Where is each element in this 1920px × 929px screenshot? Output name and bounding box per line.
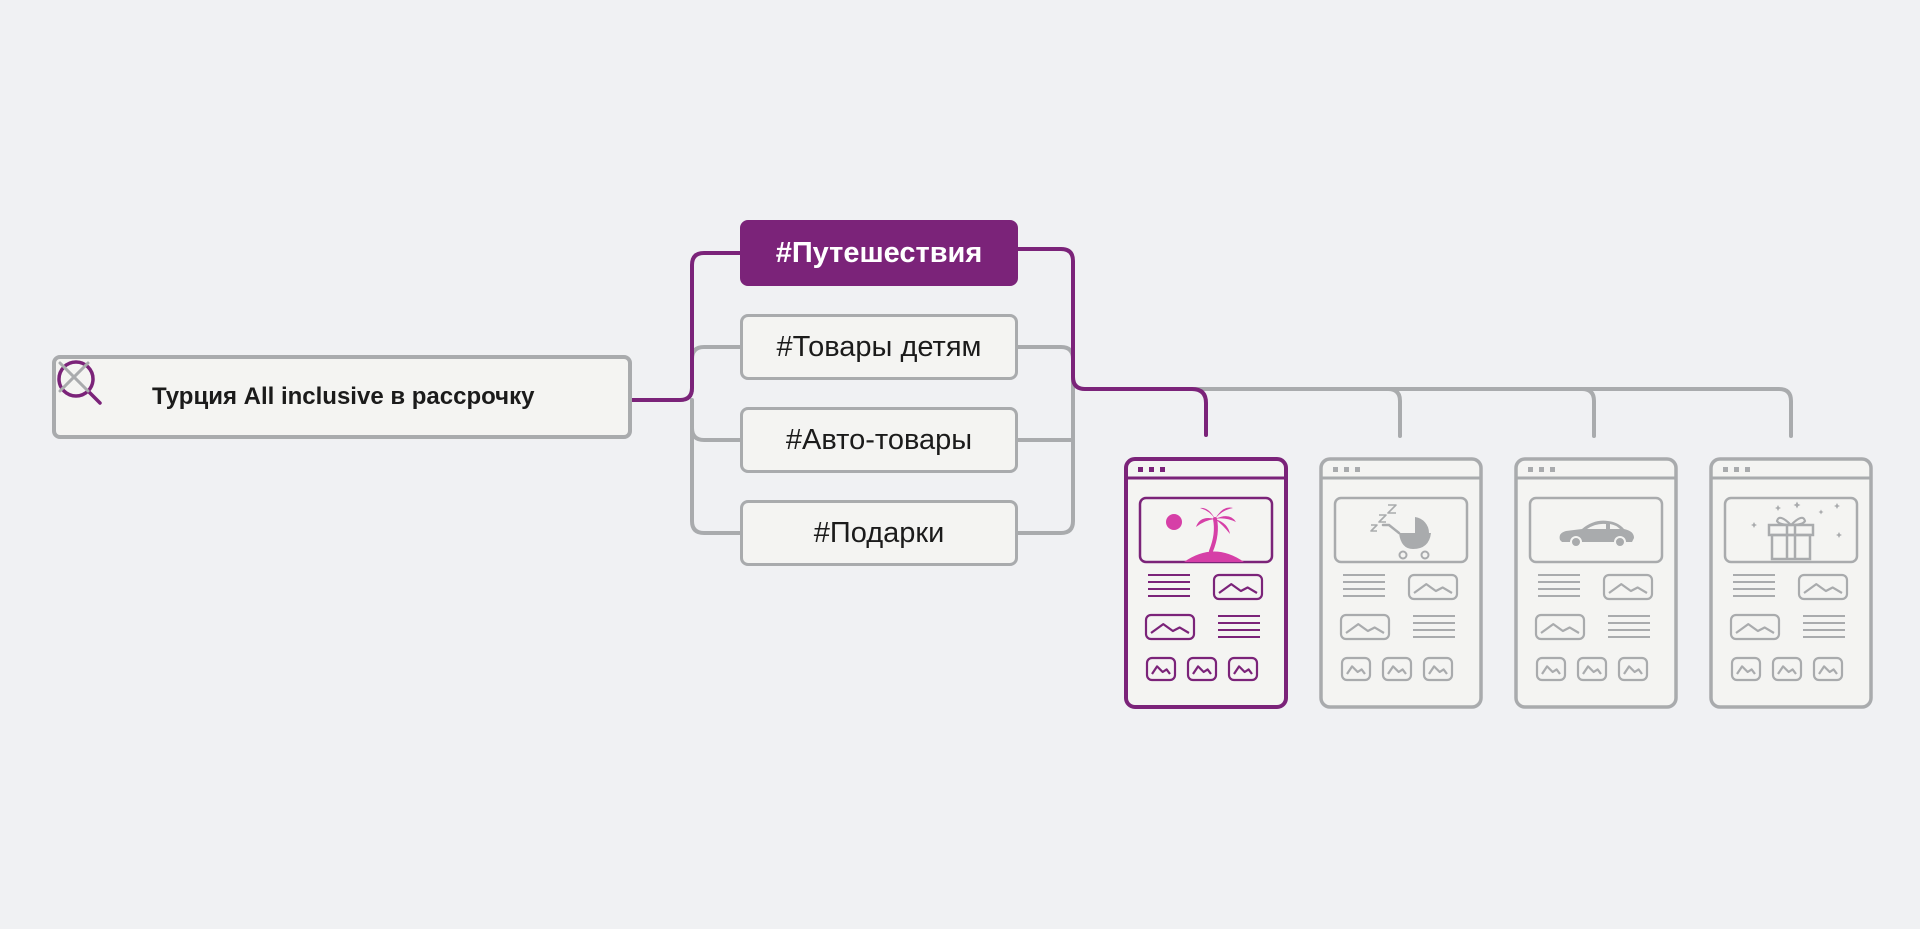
tag-travel[interactable]: #Путешествия: [740, 220, 1018, 286]
tag-kids-goods[interactable]: #Товары детям: [740, 314, 1018, 380]
page-mockup-travel[interactable]: [1124, 457, 1288, 709]
page-mockup-gifts[interactable]: [1709, 457, 1873, 709]
tag-gifts[interactable]: #Подарки: [740, 500, 1018, 566]
page-mockup-kids[interactable]: [1319, 457, 1483, 709]
close-icon[interactable]: [56, 359, 92, 395]
search-query-text[interactable]: Турция All inclusive в рассрочку: [152, 383, 535, 410]
search-icon[interactable]: [56, 359, 104, 407]
gift-box-icon: [1751, 501, 1842, 561]
connector-active-right: [1016, 247, 1208, 437]
page-mockup-auto[interactable]: [1514, 457, 1678, 709]
baby-stroller-icon: [1370, 504, 1431, 560]
search-field[interactable]: Турция All inclusive в рассрочку: [52, 355, 632, 439]
connector-tag-4: [690, 426, 742, 535]
tag-auto-goods[interactable]: #Авто-товары: [740, 407, 1018, 473]
connector-page-4: [1580, 387, 1793, 438]
car-icon: [1559, 520, 1634, 548]
connector-active-path: [630, 251, 742, 402]
palm-island-icon: [1166, 507, 1244, 562]
